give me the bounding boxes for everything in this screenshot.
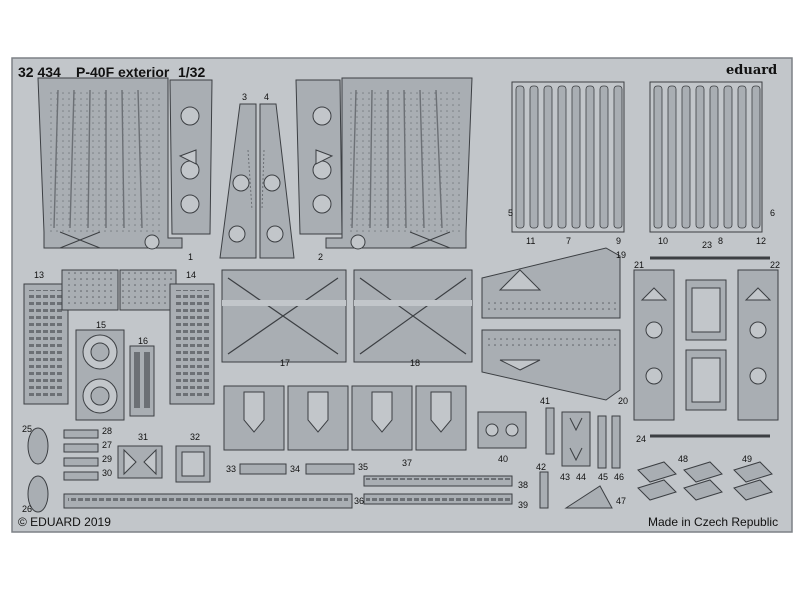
part-number-label: 29 — [102, 454, 113, 464]
part-number-label: 37 — [402, 458, 413, 468]
part-number-label: 19 — [616, 250, 627, 260]
part-number-label: 28 — [102, 426, 113, 436]
part-number-label: 49 — [742, 454, 753, 464]
part-38-39-strips — [363, 475, 513, 505]
set-title: P-40F exterior — [76, 64, 170, 80]
part-number-label: 44 — [576, 472, 587, 482]
part-number-label: 48 — [678, 454, 689, 464]
part-number-label: 1 — [188, 252, 194, 262]
set-number: 32 434 — [18, 64, 61, 80]
part-number-label: 12 — [756, 236, 767, 246]
part-number-label: 43 — [560, 472, 571, 482]
part-number-label: 39 — [518, 500, 529, 510]
part-49-clamps — [733, 461, 773, 501]
part-45-46-bars — [597, 415, 621, 469]
part-17-panel — [221, 269, 347, 363]
part-22-panel — [737, 269, 779, 421]
part-25-26-disks — [27, 427, 49, 513]
part-number-label: 14 — [186, 270, 197, 280]
part-number-label: 27 — [102, 440, 113, 450]
part-number-label: 32 — [190, 432, 201, 442]
part-number-label: 35 — [358, 462, 369, 472]
part-number-label: 11 — [526, 236, 536, 246]
part-number-label: 40 — [498, 454, 509, 464]
part-16-strips — [129, 345, 155, 417]
part-number-label: 47 — [616, 496, 627, 506]
part-number-label: 21 — [634, 260, 645, 270]
part-48-clamps — [637, 461, 723, 501]
part-number-label: 42 — [536, 462, 547, 472]
part-27-30-bars — [63, 429, 99, 481]
part-number-label: 38 — [518, 480, 529, 490]
part-19-wedge — [481, 247, 621, 319]
part-number-label: 23 — [702, 240, 713, 250]
part-number-label: 8 — [718, 236, 724, 246]
part-number-label: 36 — [354, 496, 365, 506]
part-43-44-brackets — [561, 411, 591, 467]
part-number-label: 25 — [22, 424, 33, 434]
part-number-label: 34 — [290, 464, 301, 474]
part-1b-strip — [169, 79, 213, 235]
part-number-label: 30 — [102, 468, 113, 478]
part-31-brackets — [117, 445, 163, 479]
part-21-panel — [633, 269, 675, 421]
part-13-panel — [23, 269, 119, 405]
origin-text: Made in Czech Republic — [648, 515, 779, 529]
part-20-wedge — [481, 329, 621, 401]
part-36-strip — [63, 493, 353, 509]
part-number-label: 45 — [598, 472, 609, 482]
part-number-label: 17 — [280, 358, 291, 368]
part-number-label: 31 — [138, 432, 149, 442]
part-number-label: 6 — [770, 208, 776, 218]
part-number-label: 18 — [410, 358, 421, 368]
part-number-label: 20 — [618, 396, 629, 406]
scale-label: 1/32 — [178, 64, 206, 80]
part-number-label: 2 — [318, 252, 324, 262]
part-37-chevrons — [223, 385, 467, 451]
part-number-label: 9 — [616, 236, 622, 246]
grille-5-12-right — [649, 81, 763, 233]
part-18-panel — [353, 269, 473, 363]
part-number-label: 33 — [226, 464, 237, 474]
part-41-42-rods — [539, 407, 555, 509]
part-number-label: 26 — [22, 504, 33, 514]
part-number-label: 46 — [614, 472, 625, 482]
part-number-label: 22 — [770, 260, 781, 270]
part-number-label: 10 — [658, 236, 669, 246]
part-23-frame — [650, 256, 770, 438]
part-number-label: 5 — [508, 208, 514, 218]
part-number-label: 15 — [96, 320, 107, 330]
grille-5-12-left — [511, 81, 625, 233]
part-number-label: 41 — [540, 396, 551, 406]
part-40-plate — [477, 411, 527, 449]
part-1-panel — [37, 77, 183, 250]
part-2-panel — [295, 77, 473, 250]
part-47-ramp — [564, 485, 613, 509]
part-15-wheels — [75, 329, 125, 421]
part-3-4-tapered — [219, 103, 295, 259]
part-number-label: 3 — [242, 92, 248, 102]
part-32-bracket — [175, 445, 211, 483]
part-number-label: 16 — [138, 336, 149, 346]
part-33-35-clips — [239, 463, 355, 475]
brand-logo: eduard — [726, 63, 778, 78]
part-14-panel — [119, 269, 215, 405]
part-number-label: 4 — [264, 92, 270, 102]
part-number-label: 13 — [34, 270, 45, 280]
part-number-label: 24 — [636, 434, 647, 444]
part-number-label: 7 — [566, 236, 572, 246]
copyright-text: © EDUARD 2019 — [18, 515, 111, 529]
